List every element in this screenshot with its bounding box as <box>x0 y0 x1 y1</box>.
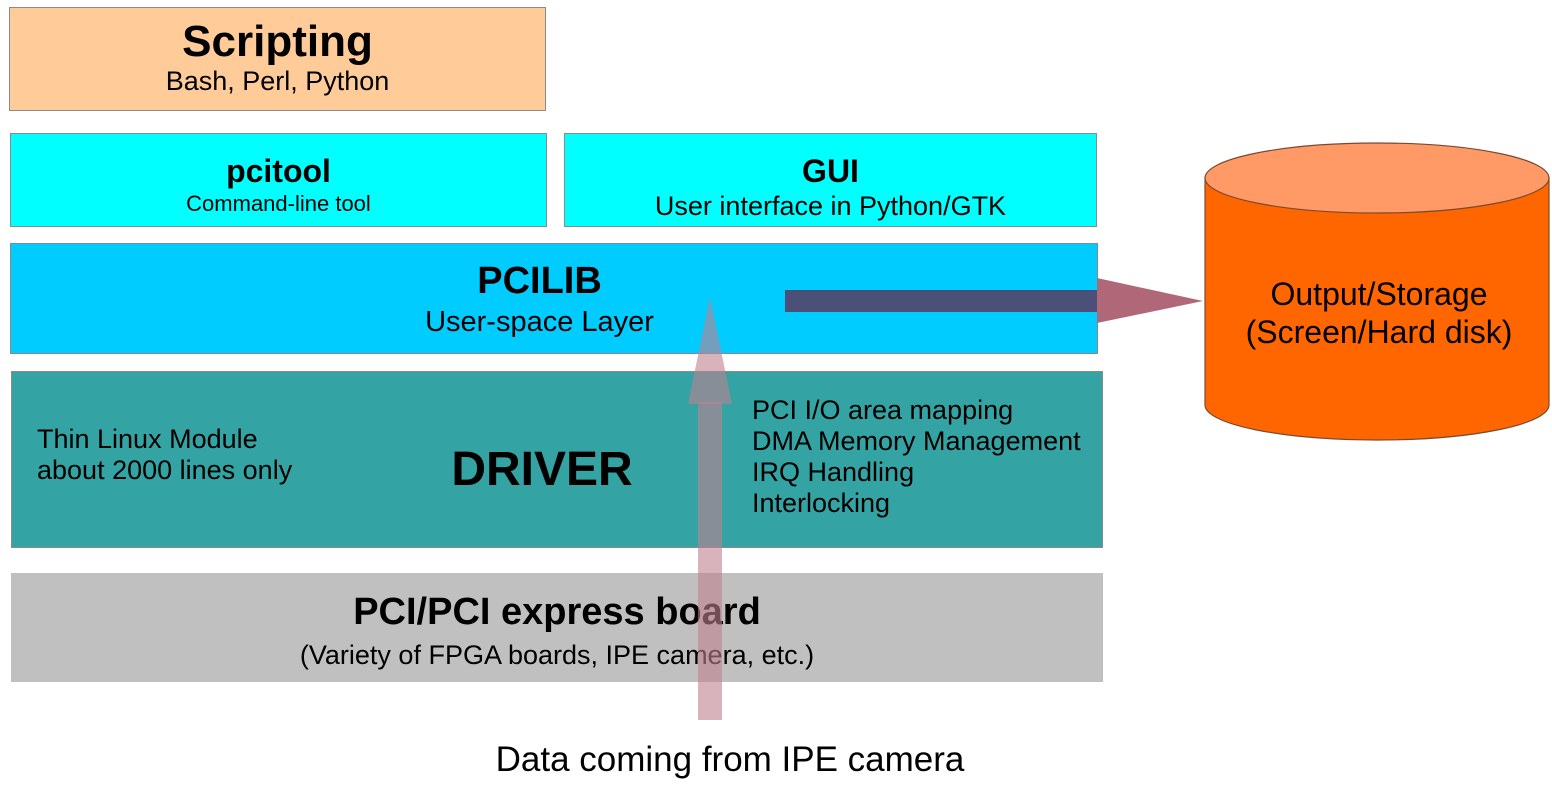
pcitool-box: pcitool Command-line tool <box>10 133 547 227</box>
driver-left-note: Thin Linux Module <box>37 424 258 454</box>
pcitool-title: pcitool <box>226 153 331 189</box>
pci-board-title: PCI/PCI express board <box>353 591 761 633</box>
driver-title: DRIVER <box>451 443 633 496</box>
scripting-title: Scripting <box>182 17 373 66</box>
pcilib-subtitle: User-space Layer <box>425 306 654 338</box>
driver-feature-item: IRQ Handling <box>752 457 915 487</box>
pci-board-box: PCI/PCI express board (Variety of FPGA b… <box>11 573 1103 682</box>
driver-layer-box: Thin Linux Module about 2000 lines only … <box>11 371 1103 548</box>
storage-cylinder-icon <box>1204 142 1550 441</box>
gui-subtitle: User interface in Python/GTK <box>654 191 1007 221</box>
storage-label: Output/Storage (Screen/Hard disk) <box>1206 275 1552 351</box>
gui-box: GUI User interface in Python/GTK <box>564 133 1097 227</box>
pci-board-subtitle: (Variety of FPGA boards, IPE camera, etc… <box>299 640 815 670</box>
data-source-caption: Data coming from IPE camera <box>495 740 965 779</box>
pcitool-subtitle: Command-line tool <box>186 191 371 216</box>
output-arrow-head <box>1097 278 1203 323</box>
storage-cylinder-body <box>1204 177 1550 441</box>
storage-title: Output/Storage <box>1270 276 1488 312</box>
scripting-layer-box: Scripting Bash, Perl, Python <box>9 7 546 111</box>
output-arrow-icon <box>785 278 1203 323</box>
driver-feature-list: PCI I/O area mapping DMA Memory Manageme… <box>752 395 1081 519</box>
storage-subtitle: (Screen/Hard disk) <box>1245 314 1513 350</box>
data-flow-arrow-icon <box>688 297 732 720</box>
storage-cylinder-top <box>1204 142 1550 214</box>
gui-title: GUI <box>802 153 859 189</box>
data-arrow-shaft <box>698 402 722 720</box>
driver-left-note: about 2000 lines only <box>37 455 293 485</box>
driver-left-notes: Thin Linux Module about 2000 lines only <box>37 424 292 486</box>
output-arrow-shaft <box>785 290 1100 312</box>
driver-feature-item: PCI I/O area mapping <box>752 395 1014 425</box>
driver-feature-item: Interlocking <box>752 488 891 518</box>
pcilib-title: PCILIB <box>477 260 602 302</box>
data-arrow-head <box>688 297 732 404</box>
scripting-subtitle: Bash, Perl, Python <box>165 66 390 96</box>
driver-feature-item: DMA Memory Management <box>752 426 1081 456</box>
